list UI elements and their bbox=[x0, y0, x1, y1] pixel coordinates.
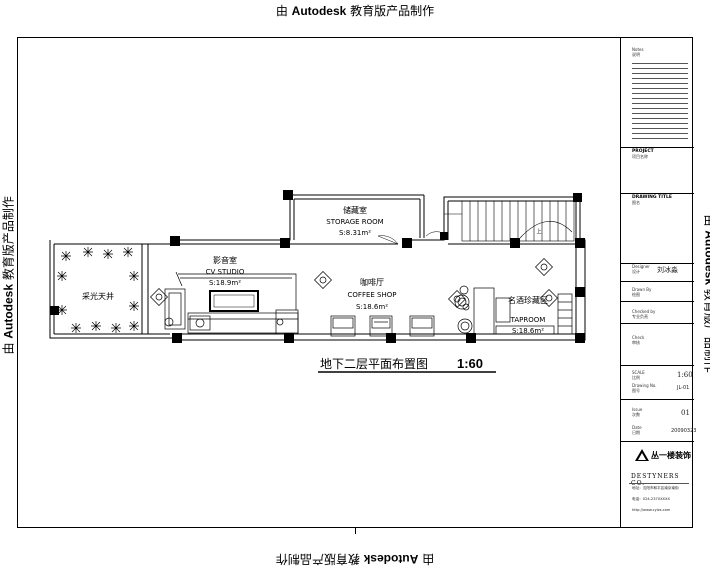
staircase bbox=[444, 200, 575, 242]
date-label: Date bbox=[632, 425, 642, 430]
drawing-frame bbox=[17, 37, 693, 528]
checked-by-sub: 专业负责 bbox=[632, 314, 648, 319]
lamp-symbols bbox=[150, 258, 558, 308]
frame-tick bbox=[355, 528, 356, 534]
designer-label: Designer bbox=[632, 264, 650, 269]
plan-scale: 1:60 bbox=[457, 356, 483, 371]
cv-studio-area: S:18.9m² bbox=[209, 279, 241, 287]
taproom-area: S:18.6m² bbox=[512, 327, 544, 335]
company-english: DESTYNERS CO. bbox=[631, 473, 680, 487]
drawing-no-label: Drawing No. bbox=[632, 383, 657, 388]
issue-sub: 次数 bbox=[632, 412, 640, 417]
plan-outline-upper bbox=[178, 195, 291, 241]
drawing-no-sub: 图号 bbox=[632, 388, 640, 393]
light-well-cn: 采光天井 bbox=[82, 291, 114, 301]
coffee-shop-area: S:18.6m² bbox=[356, 303, 388, 311]
coffee-shop-en: COFFEE SHOP bbox=[348, 291, 397, 299]
company-logo-icon bbox=[635, 449, 649, 461]
drawing-title-sub: 图名 bbox=[632, 200, 640, 205]
project-label: PROJECT bbox=[632, 149, 654, 154]
notes-label: Notes bbox=[632, 47, 644, 52]
drawn-by-sub: 绘图 bbox=[632, 292, 640, 297]
frame-tick bbox=[17, 37, 18, 45]
studio-furniture bbox=[164, 271, 299, 335]
taproom-en: TAPROOM bbox=[510, 316, 546, 324]
check-label: Check bbox=[632, 335, 645, 340]
scale-label: SCALE bbox=[632, 370, 645, 375]
company-web: http://www.cylzs.com bbox=[632, 508, 671, 512]
designer-name: 刘冰淼 bbox=[657, 266, 678, 274]
company-address: 地址：沈阳市和平区南京南街 bbox=[632, 486, 679, 490]
coffee-shop-cn: 咖啡厅 bbox=[360, 277, 384, 287]
project-sub: 项目名称 bbox=[632, 154, 648, 159]
plan-outline bbox=[49, 196, 586, 341]
plant-icons bbox=[57, 247, 139, 333]
company-logo-text: 丛一楼装饰 bbox=[651, 451, 691, 460]
scale-sub: 比例 bbox=[632, 375, 640, 380]
date-value: 20090323 bbox=[671, 428, 697, 434]
storage-room-cn: 储藏室 bbox=[343, 205, 367, 215]
taproom-furniture bbox=[454, 285, 573, 335]
scale-value: 1:60 bbox=[677, 371, 693, 379]
drawn-by-label: Drawn By bbox=[632, 287, 652, 292]
plan-title: 地下二层平面布置图 bbox=[320, 357, 428, 371]
storage-room-en: STORAGE ROOM bbox=[326, 218, 383, 226]
title-block: Notes 说明 PROJECT 项目名称 DRAWING TITLE 图名 D… bbox=[620, 37, 697, 528]
cv-studio-en: CV STUDIO bbox=[206, 268, 245, 276]
issue-label: Issue bbox=[632, 407, 643, 412]
stair-mark: 上 bbox=[536, 228, 541, 235]
storage-room-area: S:8.31m² bbox=[339, 229, 371, 237]
designer-sub: 设计 bbox=[632, 269, 640, 274]
check-sub: 审核 bbox=[632, 340, 640, 345]
watermark-top: 由 Autodesk 教育版产品制作 bbox=[275, 4, 435, 18]
taproom-cn: 名酒珍藏区 bbox=[508, 295, 548, 305]
notes-sub: 说明 bbox=[632, 52, 640, 57]
coffee-furniture bbox=[330, 315, 435, 337]
issue-value: 01 bbox=[681, 409, 690, 417]
company-phone: 电话：024-2370XXXX bbox=[632, 497, 670, 501]
date-sub: 日期 bbox=[632, 430, 640, 435]
drawing-title-label: DRAWING TITLE bbox=[632, 195, 672, 200]
cv-studio-cn: 影音室 bbox=[213, 255, 237, 265]
checked-by-label: Checked by bbox=[632, 309, 656, 314]
drawing-no-value: JL-01 bbox=[677, 385, 690, 391]
